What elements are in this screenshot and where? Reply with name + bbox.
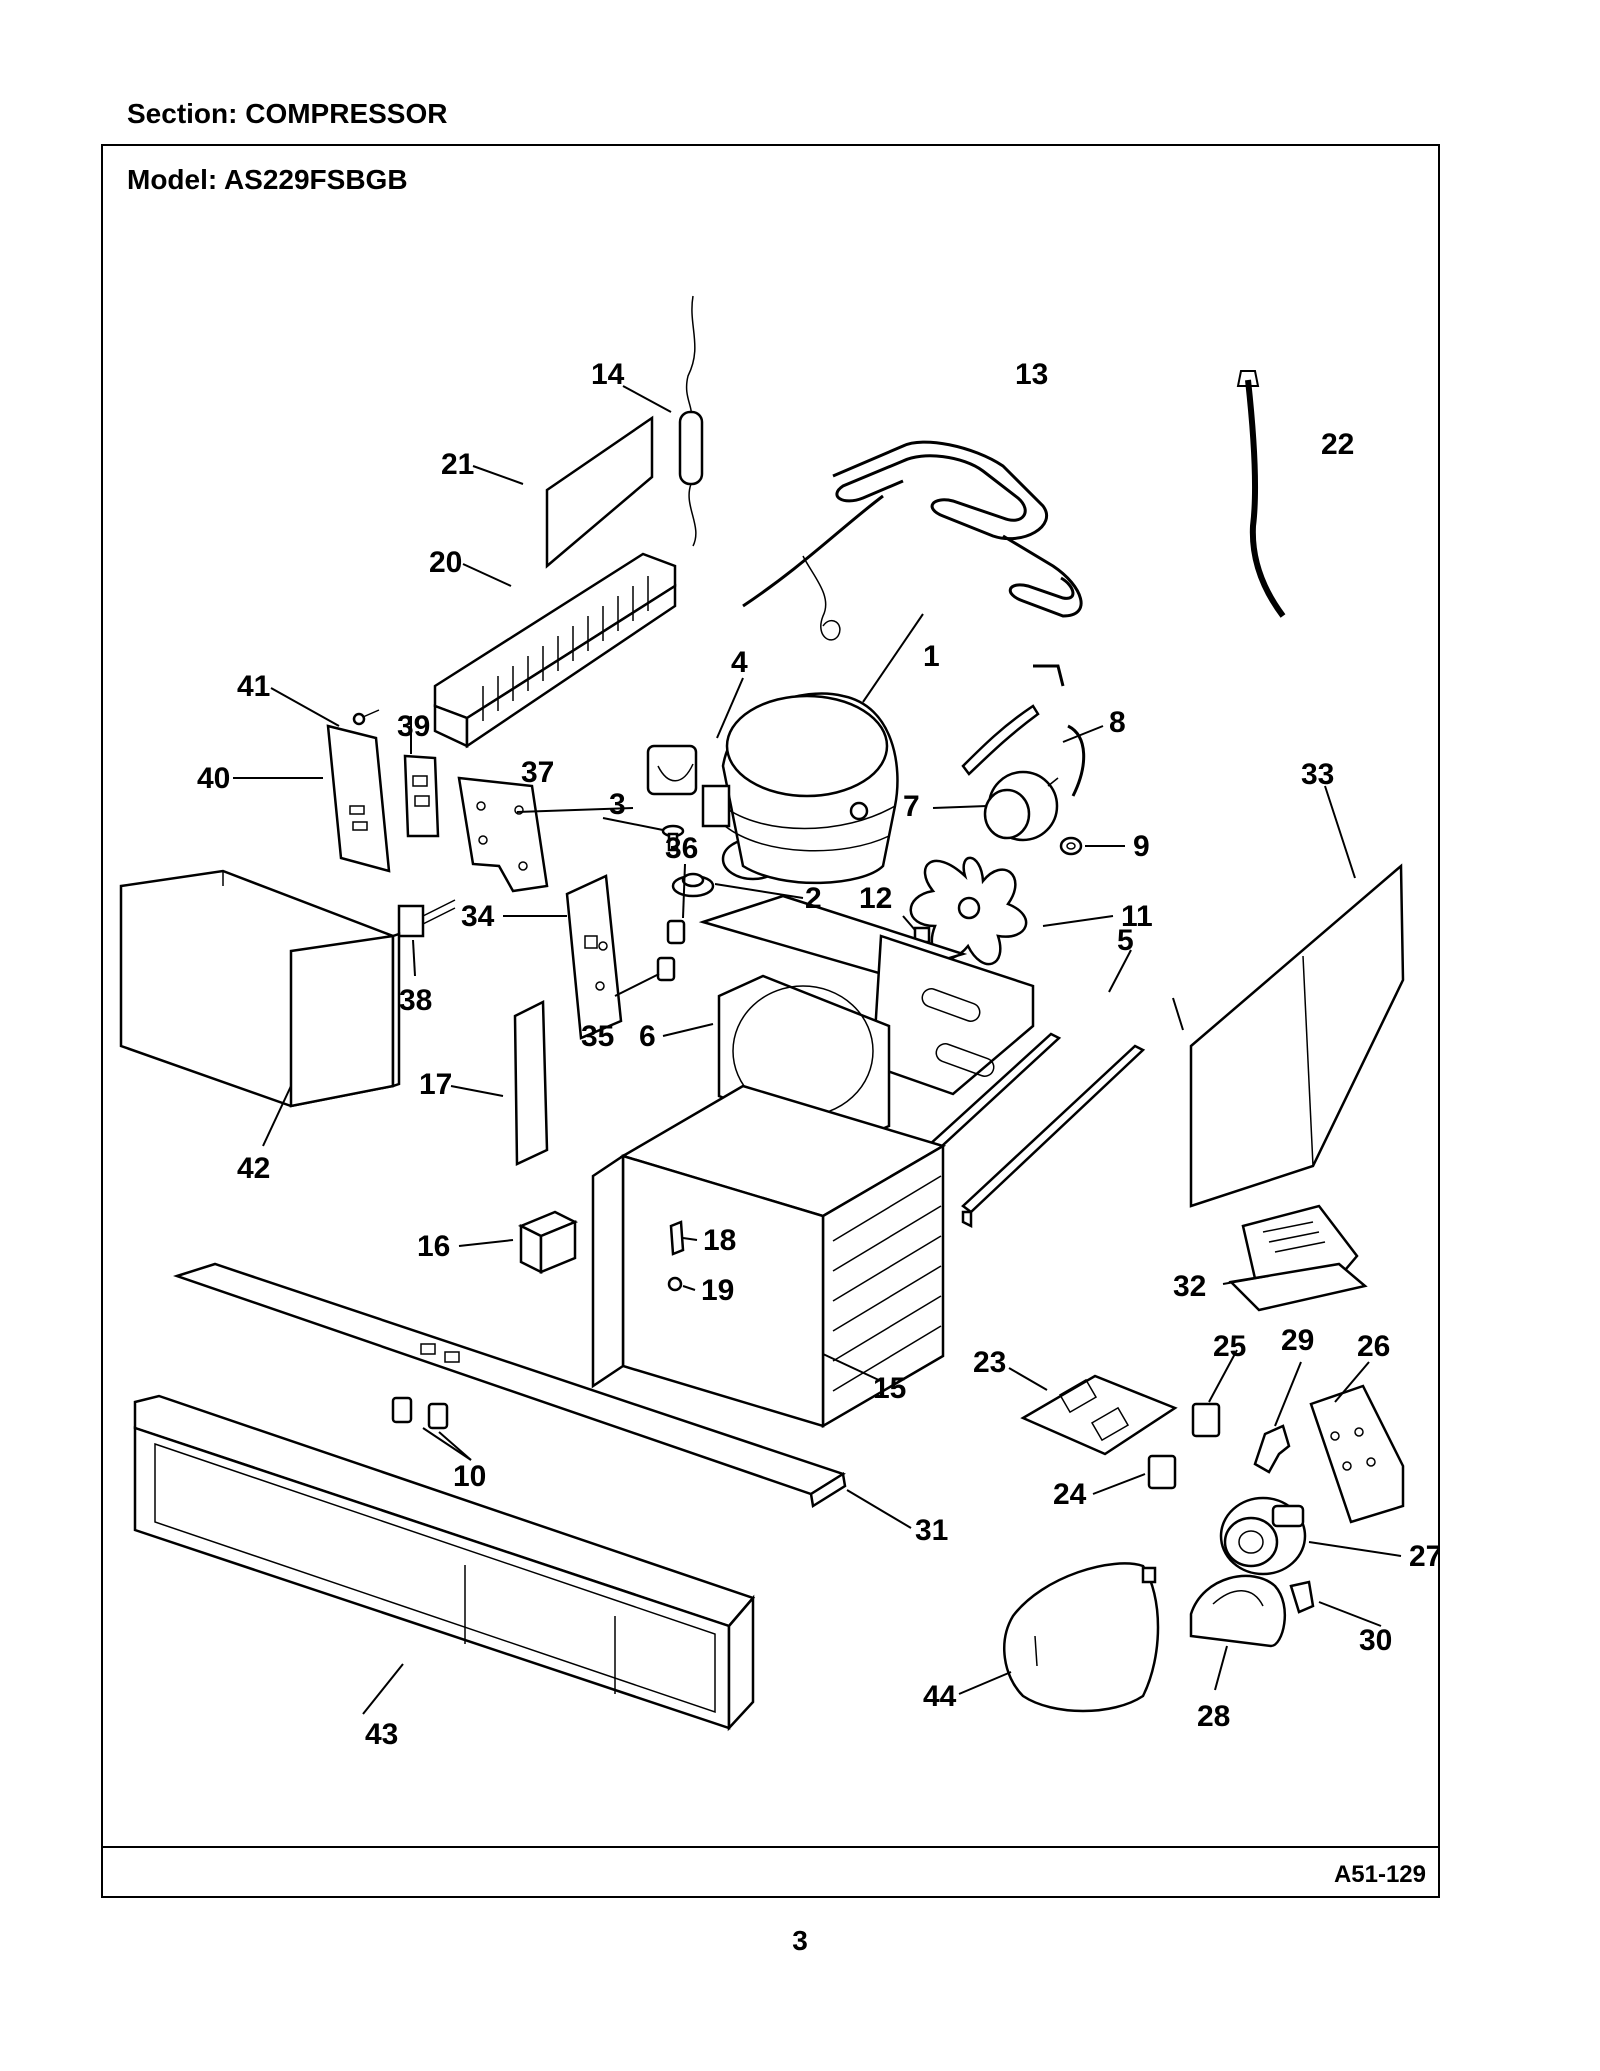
part-4-relay-cover	[646, 744, 698, 796]
part-15-condenser-housing	[591, 1084, 947, 1429]
label-part-43: 43	[365, 1718, 398, 1751]
label-part-40: 40	[197, 762, 230, 795]
label-part-3: 3	[609, 788, 626, 821]
label-part-37: 37	[521, 756, 554, 789]
label-part-20: 20	[429, 546, 462, 579]
label-part-11: 11	[1121, 900, 1153, 933]
part-17-cover-strip	[513, 1000, 549, 1166]
part-28-pump-cover	[1189, 1574, 1286, 1648]
part-10-switches	[391, 1396, 449, 1430]
label-part-39: 39	[397, 710, 430, 743]
part-3-grommet	[661, 824, 685, 852]
label-part-17: 17	[419, 1068, 452, 1101]
part-19-screw	[667, 1276, 683, 1292]
model-title: Model: AS229FSBGB	[127, 164, 408, 195]
exploded-parts-diagram: 14 13 22 21 20 4 1 8 41 39 37 40 3 7 33 …	[119, 295, 1438, 1751]
page-number: 3	[792, 1925, 808, 1956]
part-23-switch-bracket	[1020, 1374, 1178, 1456]
label-part-34: 34	[461, 900, 495, 933]
label-part-26: 26	[1357, 1330, 1390, 1363]
label-part-12: 12	[859, 882, 892, 915]
leader-lines	[233, 385, 1402, 1715]
part-37-control-board	[457, 776, 549, 893]
part-38-wire-connector	[397, 899, 456, 938]
label-part-29: 29	[1281, 1324, 1314, 1357]
part-42-access-cover	[119, 869, 401, 1108]
part-35-switch	[656, 956, 676, 982]
part-32-drain-pan	[1228, 1204, 1368, 1312]
part-24-switch	[1147, 1454, 1177, 1490]
label-part-10: 10	[453, 1460, 486, 1493]
label-part-4: 4	[731, 646, 748, 679]
label-part-14: 14	[591, 358, 625, 391]
part-14-thermostat-bulb	[678, 295, 704, 547]
part-40-control-bracket	[326, 724, 391, 873]
part-16-capacitor	[517, 1210, 579, 1275]
part-34-mounting-plate	[565, 874, 623, 1040]
label-part-25: 25	[1213, 1330, 1246, 1363]
section-title: Section: COMPRESSOR	[127, 98, 448, 129]
label-part-27: 27	[1409, 1540, 1438, 1573]
label-part-35: 35	[581, 1020, 614, 1053]
label-part-41: 41	[237, 670, 270, 703]
label-part-1: 1	[923, 640, 940, 673]
label-part-28: 28	[1197, 1700, 1230, 1733]
label-part-22: 22	[1321, 428, 1354, 461]
label-part-42: 42	[237, 1152, 270, 1185]
label-part-33: 33	[1301, 758, 1334, 791]
part-39-relay	[403, 754, 440, 838]
label-part-2: 2	[805, 882, 822, 915]
part-13-condenser-coil	[742, 440, 1083, 641]
label-part-15: 15	[873, 1372, 906, 1405]
label-part-6: 6	[639, 1020, 656, 1053]
label-part-44: 44	[923, 1680, 957, 1713]
part-8-motor-bracket	[961, 664, 1086, 797]
part-41-screw	[352, 709, 380, 726]
label-part-32: 32	[1173, 1270, 1206, 1303]
part-9-fan-nut	[1059, 836, 1083, 856]
label-part-9: 9	[1133, 830, 1150, 863]
diagram-frame: Model: AS229FSBGB	[101, 144, 1440, 1898]
label-part-31: 31	[915, 1514, 948, 1547]
part-7-fan-motor	[983, 770, 1059, 842]
label-part-13: 13	[1015, 358, 1048, 391]
part-30-fitting	[1289, 1580, 1315, 1614]
part-44-accumulator-tank	[1003, 1562, 1160, 1713]
label-part-24: 24	[1053, 1478, 1087, 1511]
part-33-rear-panel	[1189, 863, 1405, 1208]
label-part-18: 18	[703, 1224, 736, 1257]
label-part-36: 36	[665, 832, 698, 865]
label-part-8: 8	[1109, 706, 1126, 739]
part-31-base-rail	[173, 1262, 847, 1509]
part-1-compressor	[701, 692, 899, 885]
part-18-clip	[669, 1220, 685, 1256]
part-21-insulation-strip	[545, 415, 654, 569]
part-11-fan-blade	[909, 856, 1028, 966]
part-27-pump	[1219, 1496, 1307, 1576]
label-part-38: 38	[399, 984, 432, 1017]
part-26-pump-bracket	[1309, 1384, 1405, 1524]
label-part-19: 19	[701, 1274, 734, 1307]
part-22-power-cord	[1236, 370, 1286, 618]
part-36-switch	[666, 919, 686, 945]
diagram-reference-code: A51-129	[1333, 1861, 1426, 1888]
label-part-16: 16	[417, 1230, 450, 1263]
label-part-23: 23	[973, 1346, 1006, 1379]
label-part-30: 30	[1359, 1624, 1392, 1657]
part-20-wire-tray	[433, 552, 677, 749]
label-part-21: 21	[441, 448, 474, 481]
part-43-front-grille	[133, 1394, 756, 1732]
part-25-switch	[1191, 1402, 1221, 1438]
label-part-7: 7	[903, 790, 920, 823]
label-part-5: 5	[1117, 924, 1134, 957]
part-2-mounting-grommet	[671, 872, 715, 898]
part-29-elbow-fitting	[1253, 1424, 1291, 1474]
part-number-labels: 14 13 22 21 20 4 1 8 41 39 37 40 3 7 33 …	[197, 358, 1438, 1751]
footer-divider	[103, 1846, 1438, 1848]
